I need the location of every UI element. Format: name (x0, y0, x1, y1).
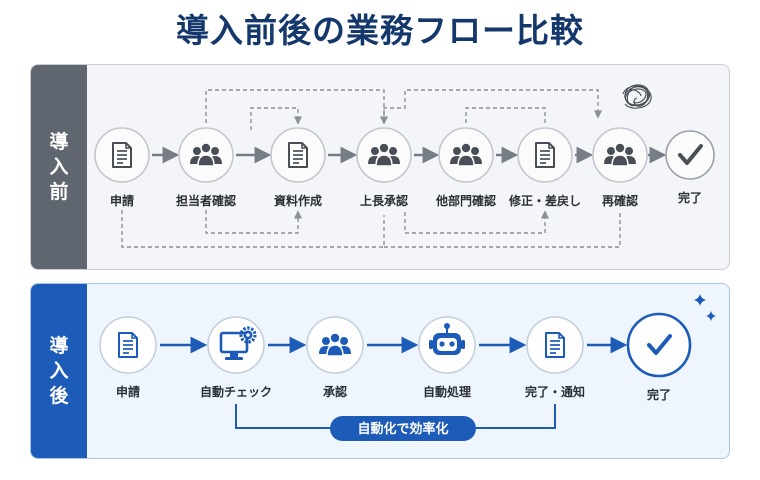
sparkle-icon (694, 294, 716, 321)
flow-step-node: 修正・差戻し (508, 127, 581, 208)
step-label: 自動処理 (423, 384, 471, 399)
step-label: 完了 (678, 190, 702, 205)
step-label: 申請 (110, 193, 134, 208)
people-icon (368, 142, 400, 167)
flow-step-node: 自動チェック (200, 316, 272, 399)
tangled-scribble-icon (622, 84, 652, 109)
step-label: 修正・差戻し (508, 193, 581, 208)
flow-step-node: 他部門確認 (435, 127, 496, 208)
document-icon (288, 142, 308, 168)
after-label-char: 入 (49, 359, 69, 382)
before-side-label: 導 入 前 (31, 65, 87, 269)
document-icon (118, 332, 138, 358)
flow-step-node: 再確認 (592, 127, 648, 208)
document-icon (535, 142, 555, 168)
step-label: 申請 (116, 384, 140, 399)
step-circle (626, 312, 692, 378)
flow-step-node: 申請 (99, 316, 157, 399)
step-circle (665, 130, 715, 180)
people-icon (190, 142, 222, 167)
people-icon (450, 142, 482, 167)
page-title: 導入前後の業務フロー比較 (176, 11, 584, 50)
step-label: 自動チェック (200, 384, 272, 399)
check-icon (647, 334, 672, 355)
after-label-char: 導 (49, 334, 69, 357)
step-label: 完了 (647, 387, 671, 402)
document-icon (112, 142, 132, 168)
flow-step-node: 完了 (626, 312, 692, 402)
step-label: 資料作成 (274, 193, 322, 208)
after-side-label: 導 入 後 (31, 284, 87, 458)
automation-bracket (476, 404, 556, 429)
step-label: 完了・通知 (525, 384, 585, 399)
step-label: 再確認 (602, 193, 638, 208)
loop-connector (465, 107, 546, 123)
before-label-char: 導 (49, 130, 69, 153)
flow-step-node: 完了・通知 (525, 316, 585, 399)
loop-back-arrow (404, 210, 550, 234)
flow-step-node: 申請 (94, 127, 150, 208)
flow-step-node: 資料作成 (270, 127, 326, 208)
automation-badge-label: 自動化で効率化 (357, 421, 448, 437)
step-label: 他部門確認 (435, 193, 496, 208)
flow-step-node: 承認 (306, 316, 364, 399)
loop-connector (384, 210, 621, 248)
flow-step-node: 上長承認 (356, 127, 412, 208)
flow-step-node: 担当者確認 (176, 127, 236, 208)
step-label: 上長承認 (360, 193, 408, 208)
people-icon (319, 332, 351, 357)
flow-step-node: 完了 (665, 130, 715, 205)
loop-back-arrow (205, 89, 389, 125)
loop-back-arrow (383, 89, 603, 123)
automation-badge: 自動化で効率化 (330, 416, 476, 441)
people-icon (604, 142, 636, 167)
after-panel: 導 入 後 (30, 283, 730, 459)
after-label-char: 後 (49, 384, 69, 407)
loop-back-arrow (205, 210, 303, 234)
step-label: 担当者確認 (176, 193, 236, 208)
flow-step-node: 自動処理 (418, 316, 476, 399)
before-label-char: 前 (49, 180, 69, 203)
check-icon (678, 144, 703, 165)
loop-connector (121, 210, 385, 248)
robot-icon (429, 323, 465, 355)
document-icon (545, 332, 565, 358)
automation-bracket (235, 404, 330, 429)
step-label: 承認 (323, 384, 347, 399)
loop-back-arrow (250, 107, 303, 130)
before-label-char: 入 (49, 155, 69, 178)
monitor-gear-icon (219, 326, 257, 360)
